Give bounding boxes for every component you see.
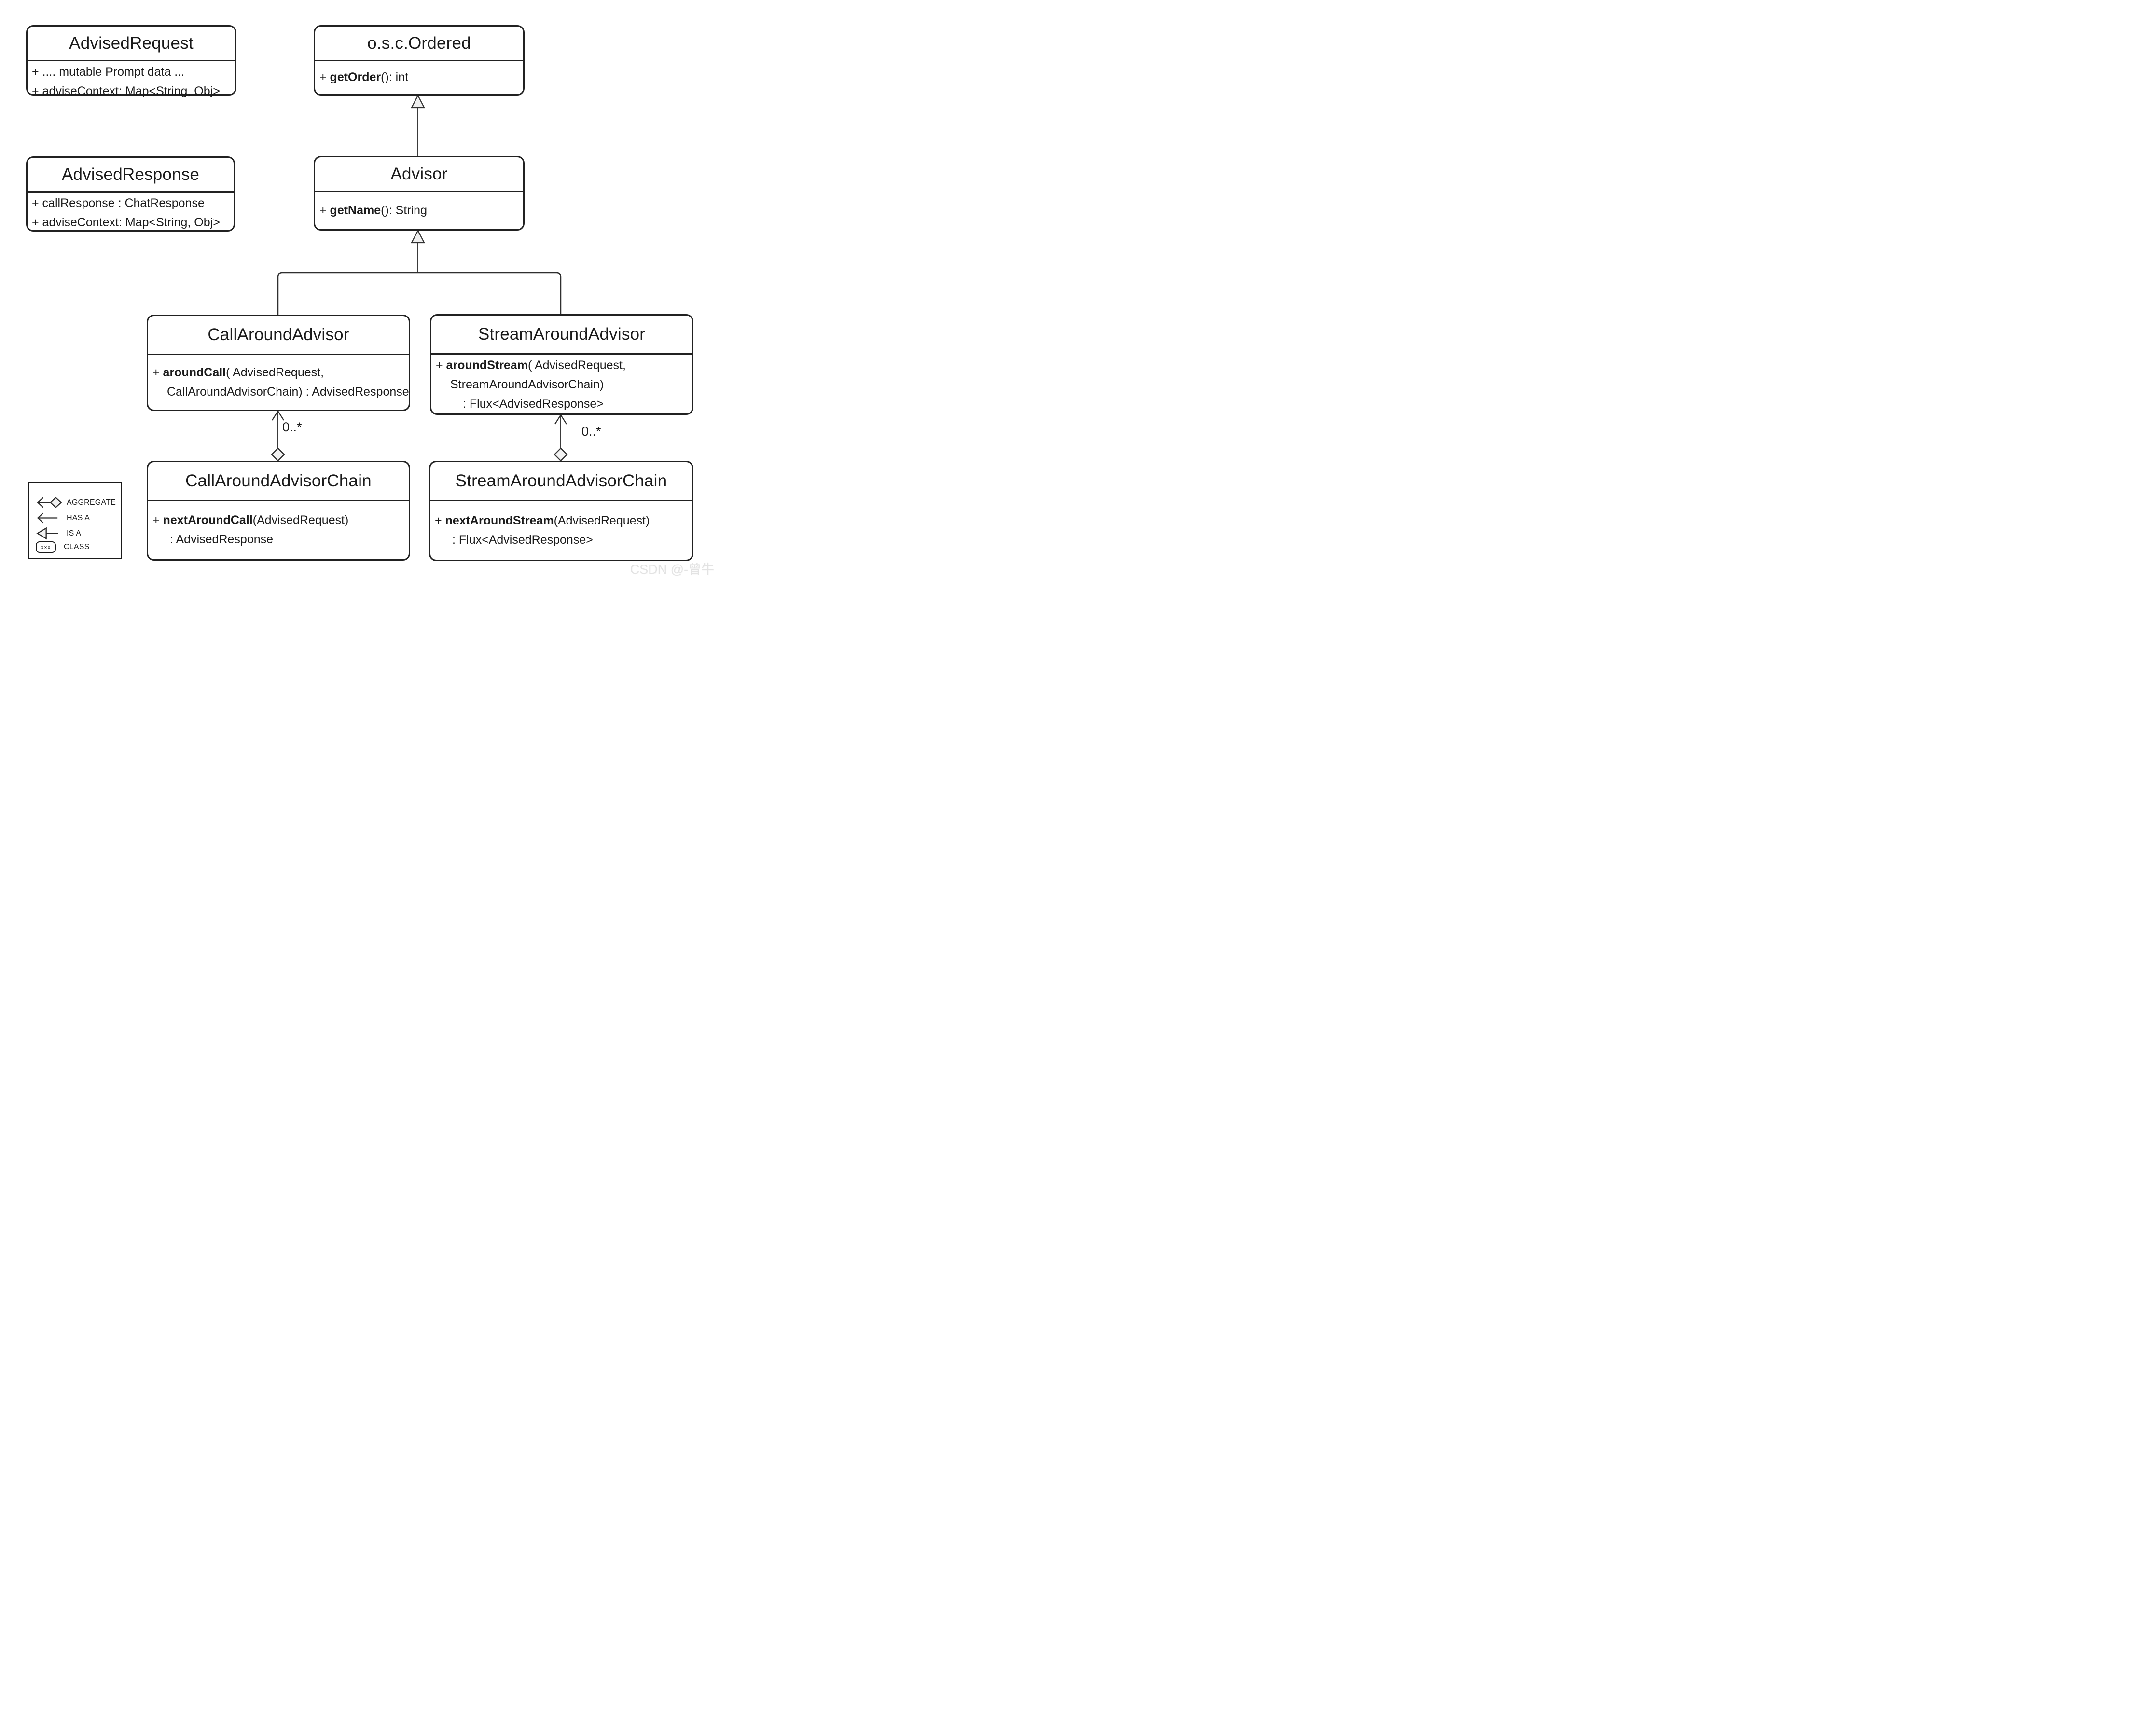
method-line: + aroundStream( AdvisedRequest, <box>436 358 626 372</box>
class-symbol-icon: xxx <box>36 541 56 553</box>
attribute-line: + adviseContext: Map<String, Obj> <box>32 84 220 98</box>
method-line: + aroundCall( AdvisedRequest, <box>152 365 324 379</box>
advisor-fork-isa-connector <box>277 229 562 315</box>
class-methods: + aroundCall( AdvisedRequest, CallAround… <box>148 355 409 410</box>
class-title: StreamAroundAdvisor <box>431 316 692 355</box>
multiplicity-label-stream: 0..* <box>581 424 601 439</box>
method-line: + nextAroundStream(AdvisedRequest) <box>435 513 650 527</box>
class-title: Advisor <box>315 157 523 192</box>
class-streamaroundadvisorchain: StreamAroundAdvisorChain + nextAroundStr… <box>429 461 693 561</box>
legend-row-hasa: HAS A <box>36 510 117 525</box>
class-title: StreamAroundAdvisorChain <box>430 462 692 501</box>
attribute-line: + .... mutable Prompt data ... <box>32 65 185 79</box>
class-advisedrequest: AdvisedRequest + .... mutable Prompt dat… <box>26 25 236 98</box>
class-callaroundadvisor: CallAroundAdvisor + aroundCall( AdvisedR… <box>147 315 410 411</box>
method-line: + getName(): String <box>319 203 427 217</box>
legend-row-isa: IS A <box>36 526 117 541</box>
legend-label: HAS A <box>67 513 90 522</box>
ordered-advisor-isa-connector <box>411 94 425 156</box>
class-title: AdvisedResponse <box>28 158 234 193</box>
aggregate-arrow-icon <box>37 496 62 509</box>
class-title: o.s.c.Ordered <box>315 27 523 61</box>
call-aggregate-connector <box>271 410 285 462</box>
method-line: CallAroundAdvisorChain) : AdvisedRespons… <box>167 385 409 399</box>
class-callaroundadvisorchain: CallAroundAdvisorChain + nextAroundCall(… <box>147 461 410 561</box>
uml-class-diagram: AdvisedRequest + .... mutable Prompt dat… <box>0 0 715 579</box>
class-streamaroundadvisor: StreamAroundAdvisor + aroundStream( Advi… <box>430 314 693 415</box>
class-methods: + nextAroundStream(AdvisedRequest) : Flu… <box>430 501 692 560</box>
class-methods: + getName(): String <box>315 192 523 229</box>
method-line: : Flux<AdvisedResponse> <box>463 397 604 411</box>
legend-row-class: xxx CLASS <box>36 541 117 553</box>
is-a-arrow-icon <box>36 527 58 540</box>
class-methods: + nextAroundCall(AdvisedRequest) : Advis… <box>148 501 409 559</box>
legend-label: CLASS <box>64 543 90 551</box>
class-methods: + aroundStream( AdvisedRequest, StreamAr… <box>431 355 692 415</box>
has-a-arrow-icon <box>37 512 58 524</box>
method-line: StreamAroundAdvisorChain) <box>450 378 604 391</box>
legend: AGGREGATE HAS A IS A xxx CLASS <box>28 482 122 559</box>
legend-label: IS A <box>67 529 82 537</box>
class-advisor: Advisor + getName(): String <box>314 156 525 231</box>
class-attributes: + callResponse : ChatResponse + adviseCo… <box>28 193 234 234</box>
class-attributes: + .... mutable Prompt data ... + adviseC… <box>28 61 235 103</box>
class-methods: + getOrder(): int <box>315 61 523 94</box>
stream-aggregate-connector <box>554 413 568 462</box>
legend-row-aggregate: AGGREGATE <box>36 495 117 510</box>
method-line: : AdvisedResponse <box>170 533 274 546</box>
multiplicity-label-call: 0..* <box>282 420 302 434</box>
method-line: + getOrder(): int <box>319 70 409 84</box>
class-title: CallAroundAdvisor <box>148 316 409 355</box>
class-ordered: o.s.c.Ordered + getOrder(): int <box>314 25 525 96</box>
attribute-line: + adviseContext: Map<String, Obj> <box>32 216 220 229</box>
class-title: AdvisedRequest <box>28 27 235 61</box>
class-advisedresponse: AdvisedResponse + callResponse : ChatRes… <box>26 156 235 232</box>
legend-label: AGGREGATE <box>67 498 116 507</box>
class-title: CallAroundAdvisorChain <box>148 462 409 501</box>
method-line: + nextAroundCall(AdvisedRequest) <box>152 513 349 527</box>
method-line: : Flux<AdvisedResponse> <box>452 533 593 547</box>
watermark: CSDN @-曾牛 <box>630 562 714 577</box>
attribute-line: + callResponse : ChatResponse <box>32 196 205 210</box>
